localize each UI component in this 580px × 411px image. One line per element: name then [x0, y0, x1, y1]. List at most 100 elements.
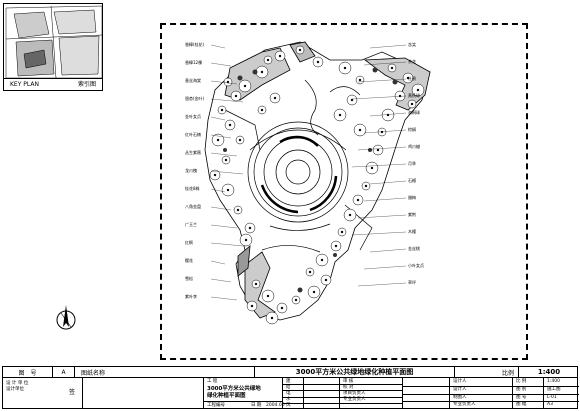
- leader-line: [351, 163, 407, 168]
- title-block: 图 号 A 图纸名称 3000平方米公共绿地绿化种植平面图 比例 1:400 设…: [2, 366, 579, 409]
- project-no-label: 工程编号: [207, 403, 225, 408]
- plant-label: 腊梅: [408, 194, 416, 200]
- project-name-line1: 3000平方米公共绿地: [207, 386, 261, 392]
- leader-line: [363, 61, 407, 66]
- figure-name-label: 图纸名称: [75, 367, 255, 377]
- plant-label: 樱花: [185, 257, 193, 263]
- sheet-info-key: 比 例: [516, 379, 527, 384]
- tree-center-mark: [338, 113, 342, 117]
- tree-center-mark: [220, 108, 224, 112]
- leader-line: [210, 98, 244, 103]
- discipline-label: 建: [286, 378, 291, 384]
- tree-center-mark: [213, 173, 217, 177]
- leader-line: [210, 116, 226, 121]
- leader-line: [363, 197, 407, 202]
- tree-center-mark: [243, 84, 247, 88]
- scale-value: 1:400: [537, 368, 561, 376]
- leader-line: [357, 214, 407, 219]
- plant-label: 丛生紫薇: [185, 149, 201, 155]
- plant-label: 香樟(桂花): [185, 41, 205, 47]
- discipline-label: 风: [286, 403, 291, 409]
- tree-center-mark: [278, 54, 282, 58]
- plant-label: 茶花: [408, 58, 416, 64]
- sheet-info-value: 施工图: [547, 386, 561, 392]
- signer-label: 专业负责人: [453, 402, 476, 408]
- leader-line: [363, 129, 407, 134]
- leader-line: [210, 278, 232, 283]
- role-label: 专业负责人: [343, 397, 366, 403]
- tree-center-mark: [238, 138, 242, 142]
- leader-line: [210, 242, 244, 247]
- role-label: 项目负责人: [343, 391, 366, 396]
- project-label: 工 程: [207, 379, 218, 384]
- plant-label: 红枫: [185, 239, 193, 245]
- plant-label: 黄杨球: [408, 92, 420, 98]
- plant-label: 垂丝海棠: [185, 77, 201, 83]
- tree-center-mark: [334, 244, 338, 248]
- plant-label: 紫叶李: [185, 293, 197, 299]
- tree-center-mark: [226, 80, 230, 84]
- leader-line: [357, 146, 407, 151]
- tree-center-mark: [320, 258, 324, 262]
- leader-line: [357, 282, 407, 287]
- plant-label: 棕榈: [408, 126, 416, 132]
- leader-line: [369, 248, 407, 253]
- sheet-info-value: 1:400: [547, 379, 560, 384]
- date-label: 日 期: [251, 403, 262, 408]
- leader-line: [210, 206, 232, 211]
- leader-line: [210, 296, 238, 301]
- discipline-cell: 建审 核结校 对电项目负责人水专业负责人风: [283, 378, 403, 409]
- discipline-label: 结: [286, 384, 291, 390]
- leader-line: [357, 78, 407, 83]
- leader-line: [369, 112, 407, 117]
- plant-label: 杜鹃: [408, 75, 416, 81]
- tree-center-mark: [358, 78, 362, 82]
- planting-plan: 香樟(桂花)香樟12棵垂丝海棠银杏(金叶)金叶女贞红叶石楠丛生紫薇龙爪槐桂花8株…: [185, 41, 431, 325]
- sheet-info-key: 图 幅: [516, 402, 527, 408]
- title-block-header-row: 图 号 A 图纸名称 3000平方米公共绿地绿化种植平面图 比例 1:400: [3, 367, 577, 378]
- tree-center-mark: [398, 94, 402, 98]
- key-plan-label-cn: 索引图: [78, 81, 97, 88]
- tree-center-mark: [364, 184, 368, 188]
- tree-center-mark: [234, 94, 238, 98]
- plant-label: 香樟12棵: [185, 59, 202, 65]
- leader-line: [363, 265, 407, 270]
- title-block-detail-row: 设 计 单 位 设计单位 签 工 程 3000平方米公共绿地 绿化种植平面图 工…: [3, 378, 579, 409]
- key-plan: KEY PLAN 索引图: [3, 3, 103, 91]
- leader-line: [210, 44, 226, 49]
- leader-line: [210, 134, 232, 139]
- plant-label: 金丝桃: [408, 245, 420, 251]
- tree-center-mark: [350, 98, 354, 102]
- drawing-title: 3000平方米公共绿地绿化种植平面图: [255, 367, 455, 377]
- leader-line: [369, 44, 407, 49]
- tree-center-mark: [416, 88, 420, 92]
- leader-line: [210, 62, 232, 67]
- leader-line: [210, 152, 238, 157]
- tree-center-mark: [228, 123, 232, 127]
- tree-center-mark: [358, 128, 362, 132]
- plant-label: 八角金盘: [185, 203, 201, 209]
- discipline-label: 电: [286, 391, 291, 396]
- tree-center-mark: [356, 198, 360, 202]
- design-unit-line1: 设 计 单 位: [6, 381, 29, 386]
- plant-label: 金叶女贞: [185, 113, 201, 119]
- tree-center-mark: [316, 60, 320, 64]
- tree-center-mark: [410, 102, 414, 106]
- tree-center-mark: [248, 226, 252, 230]
- tree-center-mark: [226, 188, 230, 192]
- signer-cell: 设计人设计人制图人专业负责人: [403, 378, 513, 409]
- sheet-info-value: A3: [547, 402, 553, 408]
- leader-line: [210, 224, 238, 229]
- leader-line: [351, 231, 407, 236]
- plant-label: 红叶石楠: [185, 131, 201, 137]
- plant-label: 龙爪槐: [185, 167, 197, 173]
- tree-center-mark: [250, 304, 254, 308]
- plant-label: 木槿: [408, 228, 416, 234]
- leader-line: [369, 180, 407, 185]
- tree-center-mark: [254, 282, 258, 286]
- tree-center-mark: [260, 70, 264, 74]
- leader-line: [210, 188, 226, 193]
- tree-center-mark: [406, 76, 410, 80]
- plant-label: 月季: [408, 160, 416, 166]
